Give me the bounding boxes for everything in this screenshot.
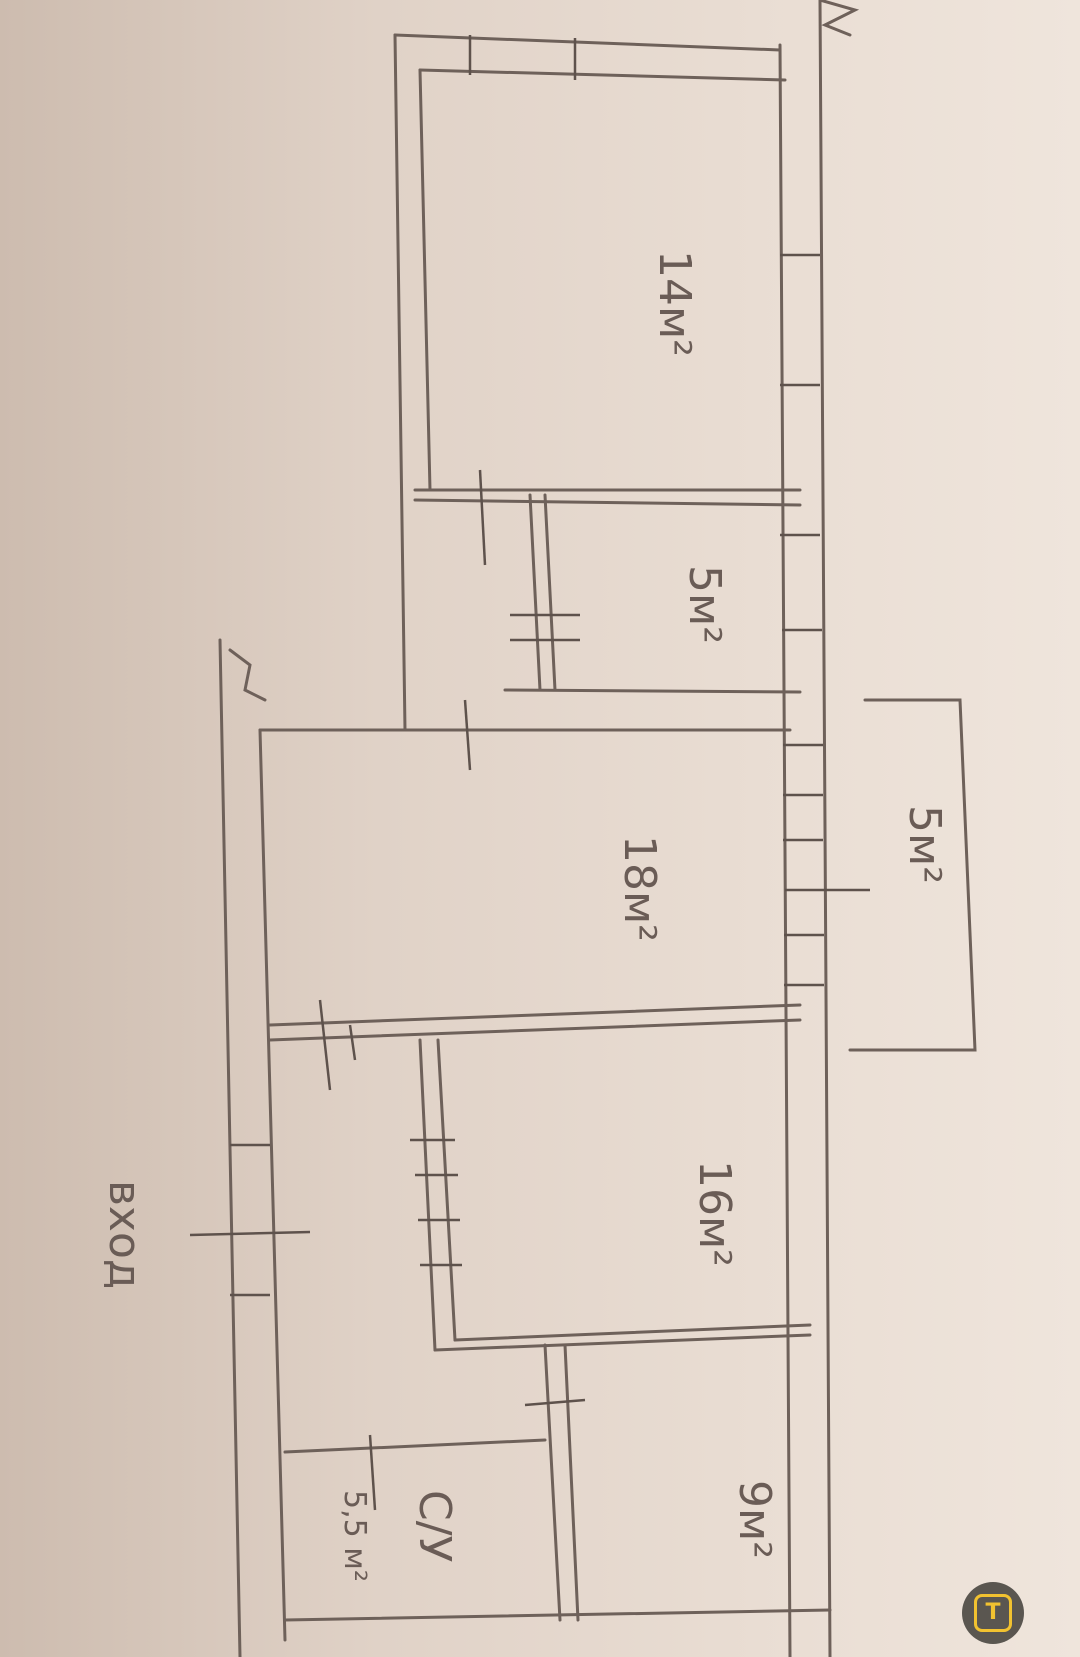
balcony-label: 5м²	[899, 805, 950, 884]
room-label-5: 5м²	[679, 565, 730, 644]
room-label-18: 18м²	[614, 835, 665, 942]
room-area-bathroom: 5,5 м²	[337, 1490, 372, 1582]
live-text-button[interactable]: T	[962, 1582, 1024, 1644]
entrance-label: вход	[99, 1180, 150, 1289]
break-mark	[818, 0, 860, 37]
wall-ticks	[189, 35, 870, 1511]
room-label-14: 14м²	[649, 250, 700, 357]
balcony	[848, 698, 977, 1052]
room-label-9: 9м²	[729, 1480, 780, 1559]
live-text-icon: T	[974, 1594, 1012, 1632]
room-label-bathroom: С/У	[409, 1490, 460, 1563]
interior-walls	[268, 488, 832, 1622]
outer-walls	[218, 0, 832, 1657]
break-mark	[228, 648, 267, 702]
room-label-16: 16м²	[689, 1160, 740, 1267]
